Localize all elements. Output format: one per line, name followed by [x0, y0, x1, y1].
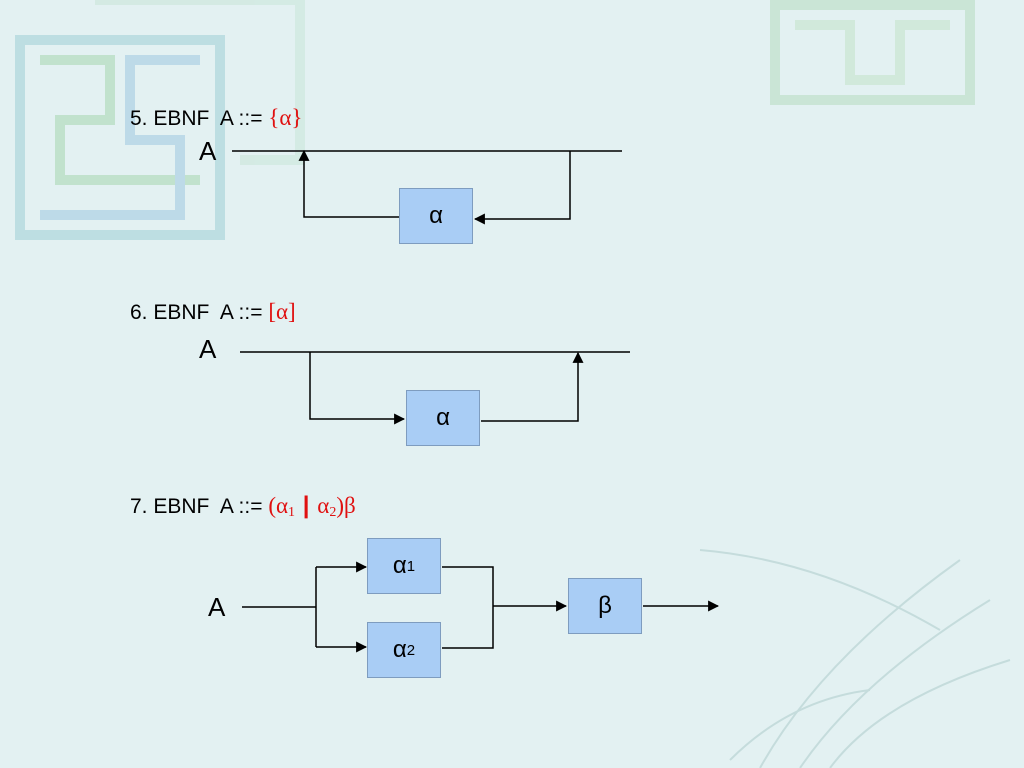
diagram-6-label: A — [199, 334, 217, 364]
diagram-5-heading: 5. EBNF A ::= {α} — [130, 105, 303, 130]
diagram-7-label: A — [208, 592, 226, 622]
diagram-5-formula: {α} — [268, 105, 303, 130]
diagram-7-heading: 7. EBNF A ::= (α1 | α2)β — [130, 492, 356, 520]
diagram-6-formula: [α] — [268, 299, 296, 324]
diagram-5-loop-return — [298, 149, 399, 218]
diagram-6-alpha-node: α — [406, 390, 480, 446]
diagram-5-loop-back — [473, 151, 571, 225]
diagram-6-heading: 6. EBNF A ::= [α] — [130, 299, 296, 324]
grass-decoration — [699, 549, 1011, 768]
diagram-7-merge-line — [442, 566, 494, 649]
fretwork-ornament-right — [770, 0, 975, 105]
diagram-6-branch-in — [309, 352, 406, 425]
diagram-7-beta-node: β — [568, 578, 642, 634]
fretwork-ornament-left — [15, 0, 305, 240]
diagram-6-branch-out — [481, 351, 584, 422]
diagram-5-alpha-node: α — [399, 188, 473, 244]
diagram-7-formula: (α1 | α2)β — [268, 492, 356, 520]
diagram-5-label: A — [199, 136, 217, 166]
